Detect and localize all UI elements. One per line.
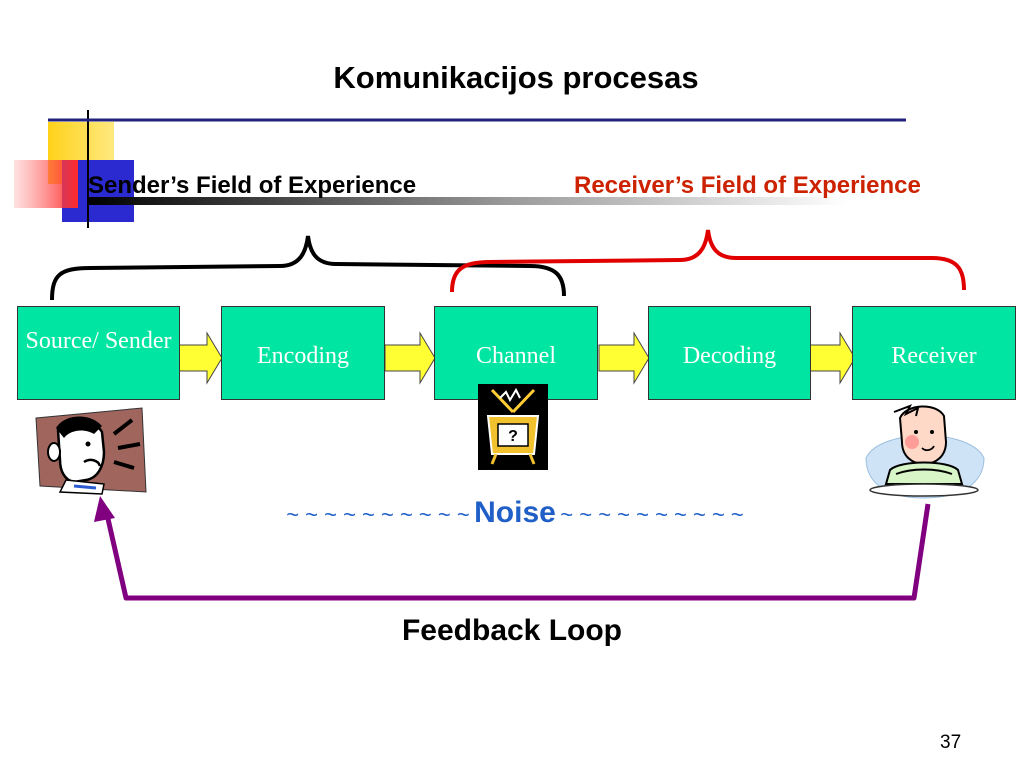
receiver-field-label: Receiver’s Field of Experience bbox=[574, 172, 921, 199]
node-encoding: Encoding bbox=[221, 306, 385, 400]
node-encoding-label: Encoding bbox=[257, 343, 349, 369]
sender-brace bbox=[50, 235, 566, 301]
slide-title: Komunikacijos procesas bbox=[333, 60, 699, 95]
node-channel-label: Channel bbox=[476, 343, 556, 369]
shouting-man-icon bbox=[35, 407, 147, 495]
noise-tildes-right: ~ ~ ~ ~ ~ ~ ~ ~ ~ ~ bbox=[560, 502, 744, 527]
node-receiver: Receiver bbox=[852, 306, 1016, 400]
node-decoding: Decoding bbox=[648, 306, 811, 400]
arrow-channel-to-decoding bbox=[598, 331, 650, 385]
page-number: 37 bbox=[940, 732, 962, 753]
noise-label: Noise bbox=[474, 496, 556, 529]
feedback-loop-label: Feedback Loop bbox=[401, 614, 623, 647]
television-icon: ? bbox=[478, 384, 548, 470]
node-source-label: Source/ Sender bbox=[25, 328, 172, 354]
node-source-sender: Source/ Sender bbox=[17, 306, 180, 400]
feedback-loop-line bbox=[103, 503, 931, 601]
arrow-decoding-to-receiver bbox=[808, 331, 856, 385]
sender-field-label: Sender’s Field of Experience bbox=[88, 172, 417, 199]
svg-text:?: ? bbox=[508, 428, 518, 445]
noise-tildes-left: ~ ~ ~ ~ ~ ~ ~ ~ ~ ~ bbox=[286, 502, 470, 527]
field-rule bbox=[88, 197, 848, 205]
node-receiver-label: Receiver bbox=[891, 343, 977, 369]
receiver-brace bbox=[450, 229, 966, 293]
arrow-encoding-to-channel bbox=[384, 331, 436, 385]
thinking-man-icon bbox=[865, 404, 985, 499]
noise-line: ~ ~ ~ ~ ~ ~ ~ ~ ~ ~ Noise ~ ~ ~ ~ ~ ~ ~ … bbox=[0, 496, 1024, 530]
node-decoding-label: Decoding bbox=[682, 343, 777, 369]
feedback-arrowhead bbox=[94, 496, 115, 522]
corner-red-square bbox=[14, 160, 78, 208]
